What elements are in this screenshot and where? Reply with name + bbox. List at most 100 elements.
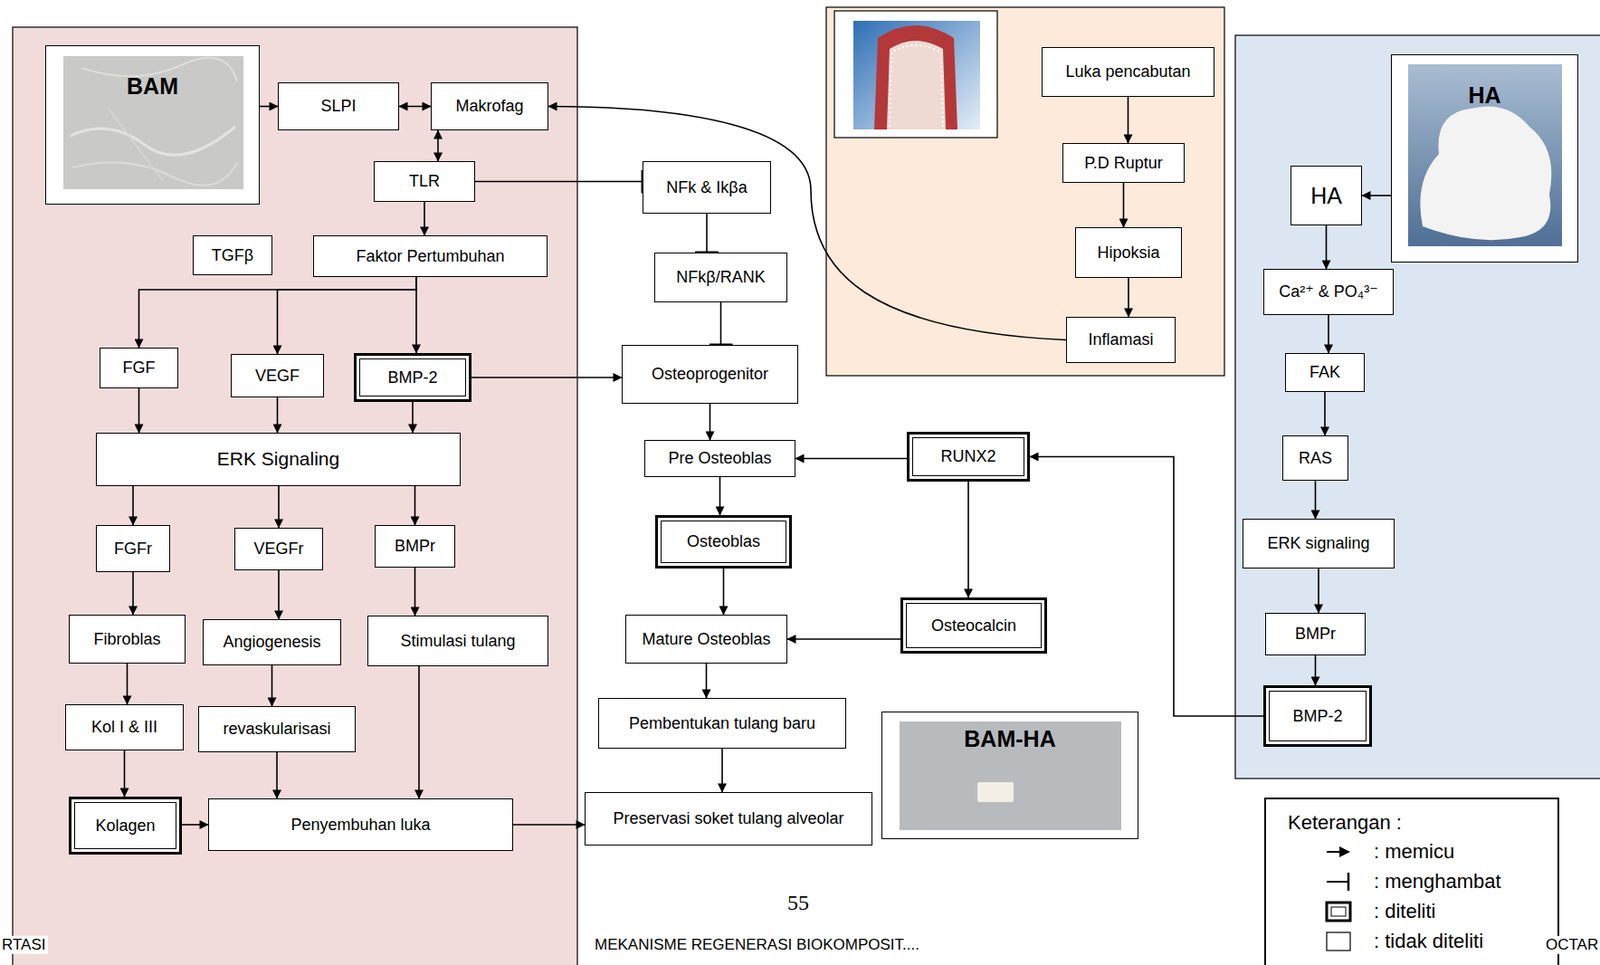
- node-label: BMPr: [1295, 624, 1336, 644]
- node-label: BMPr: [394, 536, 436, 556]
- node-label: ERK signaling: [1266, 533, 1370, 553]
- legend-text: : tidak diteliti: [1373, 929, 1484, 953]
- process-box: P.D Ruptur: [1062, 142, 1185, 183]
- connector-arrow: [277, 485, 280, 528]
- connector-arrow: [138, 388, 141, 433]
- node-label: Osteoprogenitor: [651, 364, 769, 384]
- node-label: Kolagen: [95, 816, 155, 836]
- connector-arrow: [411, 401, 414, 433]
- node-label: Luka pencabutan: [1065, 62, 1191, 82]
- node-label: NFk & Ikβa: [666, 178, 747, 198]
- connector-arrow: [123, 750, 126, 797]
- connector-arrow: [277, 570, 280, 620]
- legend-text: : memicu: [1373, 839, 1455, 864]
- connector-arrow: [423, 201, 426, 236]
- node-label: Makrofag: [455, 96, 524, 116]
- connector-arrow: [399, 105, 431, 108]
- node-label: VEGF: [255, 366, 300, 386]
- ha-powder-photo: [1390, 54, 1579, 263]
- node-label: Pembentukan tulang baru: [628, 714, 816, 734]
- process-box: Osteocalcin: [900, 597, 1048, 654]
- connector-arrow: [414, 567, 417, 616]
- connector-arrow: [276, 397, 279, 433]
- process-box: RAS: [1282, 435, 1349, 481]
- process-box: Makrofag: [430, 82, 549, 131]
- process-box: Pembentukan tulang baru: [598, 697, 847, 749]
- process-box: HA: [1290, 165, 1362, 226]
- process-box: Pre Osteoblas: [644, 439, 796, 477]
- node-label: Osteoblas: [686, 532, 761, 552]
- node-label: BMP-2: [1292, 706, 1343, 726]
- footer-text: OCTAR: [1543, 935, 1600, 954]
- footer-text: MEKANISME REGENERASI BIOKOMPOSIT....: [592, 935, 922, 954]
- process-box: Osteoblas: [655, 514, 792, 569]
- legend-text: : diteliti: [1373, 899, 1436, 924]
- process-box: Kol I & III: [65, 704, 184, 751]
- node-label: Inflamasi: [1087, 330, 1153, 350]
- connector-arrow: [471, 376, 622, 379]
- connector-arrow: [277, 276, 418, 354]
- process-box: Preservasi soket tulang alveolar: [584, 791, 873, 846]
- connector-arrow: [271, 665, 274, 706]
- connector-arrow: [967, 481, 970, 598]
- process-box: BMPr: [374, 524, 456, 568]
- connector-arrow: [259, 105, 278, 108]
- node-label: P.D Ruptur: [1084, 153, 1163, 173]
- node-label: Fibroblas: [93, 629, 161, 649]
- process-box: Mature Osteoblas: [625, 614, 788, 664]
- connector-arrow: [548, 106, 1067, 341]
- connector-arrow: [414, 485, 417, 525]
- process-box: NFkβ/RANK: [654, 252, 788, 303]
- photo-box: HA: [1390, 54, 1579, 263]
- legend-samples: [1326, 846, 1351, 951]
- connector-arrow: [1127, 96, 1130, 143]
- connector-arrow: [1029, 457, 1264, 717]
- legend-title: Keterangan :: [1285, 810, 1404, 835]
- process-box: ERK Signaling: [95, 432, 461, 486]
- process-box: Inflamasi: [1066, 316, 1176, 363]
- connector-arrow: [1325, 225, 1328, 269]
- tooth-socket-picture: [853, 20, 981, 130]
- process-box: BMPr: [1265, 612, 1366, 656]
- node-label: Kol I & III: [91, 717, 158, 737]
- node-label: Mature Osteoblas: [641, 629, 771, 649]
- process-box: FGF: [99, 347, 179, 389]
- connector-arrow: [719, 476, 722, 515]
- node-label: HA: [1310, 182, 1343, 210]
- node-label: Stimulasi tulang: [400, 631, 515, 651]
- process-box: SLPI: [277, 82, 400, 131]
- connector-arrow: [1361, 194, 1391, 197]
- process-box: Hipoksia: [1075, 227, 1182, 278]
- connector-arrow: [705, 663, 708, 698]
- node-label: VEGFr: [253, 539, 304, 559]
- connector-arrow: [1127, 277, 1130, 317]
- connector-arrow: [1314, 480, 1317, 519]
- node-label: FAK: [1309, 362, 1341, 382]
- page-number: 55: [785, 889, 811, 916]
- connector-arrow: [437, 130, 439, 162]
- process-box: Stimulasi tulang: [367, 615, 549, 667]
- inhibit-connector: [720, 302, 723, 345]
- socket-panel: [826, 7, 1225, 376]
- photo-label: BAM-HA: [963, 725, 1056, 753]
- node-label: RUNX2: [940, 447, 996, 467]
- node-label: Penyembuhan luka: [290, 815, 430, 835]
- connector-arrow: [1327, 314, 1330, 353]
- process-box: Faktor Pertumbuhan: [313, 235, 548, 277]
- process-box: Penyembuhan luka: [208, 798, 514, 851]
- bam-photo: [45, 45, 260, 205]
- photo-label: BAM: [126, 73, 179, 100]
- process-box: TGFβ: [192, 235, 273, 276]
- node-label: NFkβ/RANK: [676, 267, 765, 287]
- connector-arrow: [721, 748, 724, 792]
- node-label: Faktor Pertumbuhan: [355, 247, 505, 267]
- process-box: Angiogenesis: [202, 619, 342, 666]
- process-box: BMP-2: [1263, 685, 1372, 747]
- node-label: Preservasi soket tulang alveolar: [612, 809, 844, 829]
- node-label: RAS: [1298, 448, 1333, 468]
- node-label: Ca²⁺ & PO₄³⁻: [1278, 282, 1378, 302]
- node-label: BMP-2: [387, 368, 438, 388]
- bam-ha-photo: [881, 711, 1139, 839]
- connector-arrow: [787, 638, 901, 640]
- process-box: Kolagen: [68, 796, 182, 855]
